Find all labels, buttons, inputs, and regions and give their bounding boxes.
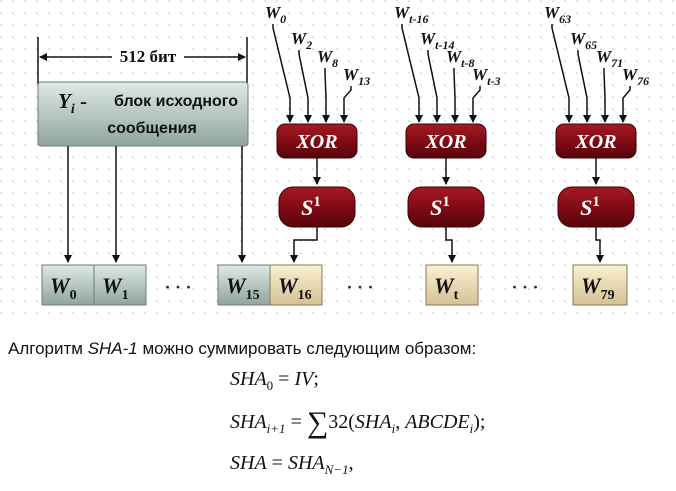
f1-eq: = <box>273 368 295 390</box>
chain-2-input-line <box>551 24 573 123</box>
shift-to-word-arrow <box>290 227 318 263</box>
rotate-label: S1 <box>430 194 450 220</box>
formula-result: SHA = SHAN−1, <box>230 452 354 478</box>
bits-label: 512 бит <box>120 47 177 66</box>
chain-0-input-line <box>272 24 294 123</box>
chain-2-input-label: W63 <box>544 3 571 26</box>
chain-1-input-label: Wt-3 <box>472 65 500 88</box>
word-box-2: W15 <box>217 264 271 306</box>
word-label: Wt <box>434 273 459 303</box>
f1-lhs-sub: 0 <box>266 378 274 393</box>
f1-end: ; <box>313 368 319 390</box>
f2-comma: , <box>395 411 406 433</box>
chain-2-input-line <box>601 68 609 123</box>
word-label: W16 <box>278 273 312 303</box>
f2-num: 32( <box>328 411 355 433</box>
ellipsis: · · · <box>511 277 538 297</box>
message-block: Yi - блок исходного сообщения <box>37 81 249 147</box>
chain-1-input-line <box>469 86 481 123</box>
word-box-4: Wt <box>425 264 479 306</box>
f2-lhs: SHA <box>230 411 267 433</box>
chain-2-input-line <box>619 86 631 123</box>
chain-1-input-line <box>401 24 423 123</box>
ellipsis: · · · <box>346 277 373 297</box>
word-label: W15 <box>226 273 260 303</box>
f2-b: ABCDE <box>405 411 470 433</box>
block-line1: блок исходного <box>114 93 238 110</box>
chain-1-input-label: Wt-16 <box>394 3 428 26</box>
caption-before: Алгоритм <box>8 339 88 358</box>
xor-label: XOR <box>424 131 466 153</box>
word-label: W1 <box>102 273 129 303</box>
formula-initial: SHA0 = IV; <box>230 368 319 394</box>
chain-0-input-label: W13 <box>343 65 370 88</box>
f3-rhs: SHA <box>287 452 325 474</box>
expansion-chains: W0W2W8W13XORS1Wt-16Wt-14Wt-8Wt-3XORS1W63… <box>265 3 649 263</box>
caption-algorithm-name: SHA-1 <box>87 339 138 358</box>
f2-b-sub: i <box>469 421 474 436</box>
rotate-label: S1 <box>301 194 321 220</box>
chain-0-input-line <box>298 50 312 123</box>
summary-caption: Алгоритм SHA-1 можно суммировать следующ… <box>8 339 476 359</box>
block-split-arrows <box>64 146 246 263</box>
chain-2-input-label: W65 <box>570 29 597 52</box>
chain-0-input-label: W8 <box>317 47 338 70</box>
chain-1-input-label: Wt-8 <box>446 47 474 70</box>
block-dash: - <box>75 89 87 113</box>
bits-dimension: 512 бит <box>37 37 248 84</box>
f2-eq: = <box>285 411 307 433</box>
chain-0-input-line <box>322 68 330 123</box>
f2-a: SHA <box>354 411 392 433</box>
f1-rhs: IV <box>294 368 314 390</box>
caption-after: можно суммировать следующим образом: <box>137 339 477 358</box>
f1-lhs: SHA <box>230 368 267 390</box>
svg-text:Yi -: Yi - <box>58 89 87 117</box>
chain-2-input-line <box>577 50 591 123</box>
chain-2-input-label: W71 <box>596 47 623 70</box>
word-label: W0 <box>50 273 77 303</box>
shift-to-word-arrow <box>595 227 604 263</box>
chain-1-input-line <box>427 50 441 123</box>
chain-0-input-label: W0 <box>265 3 286 26</box>
chain-1-input-label: Wt-14 <box>420 29 454 52</box>
block-line2: сообщения <box>107 120 197 137</box>
word-box-1: W1 <box>93 264 147 306</box>
f2-sum-sign: ∑ <box>306 406 329 439</box>
f2-a-sub: i <box>391 421 396 436</box>
chain-0-input-line <box>340 86 352 123</box>
word-row: W0 W1 W15 W16 Wt W79 · · · · · · · · · <box>41 264 628 306</box>
block-symbol-sub: i <box>71 102 75 117</box>
ellipsis: · · · <box>164 277 191 297</box>
word-box-3: W16 <box>269 264 323 306</box>
chain-1-input-line <box>451 68 459 123</box>
f2-end: ); <box>473 411 486 433</box>
f3-rhs-sub: N−1 <box>324 462 349 477</box>
xor-label: XOR <box>295 131 337 153</box>
f3-end: , <box>348 452 354 474</box>
chain-0-input-label: W2 <box>291 29 312 52</box>
formula-iteration: SHAi+1 = ∑32(SHAi, ABCDEi); <box>230 406 485 440</box>
shift-to-word-arrow <box>445 227 456 263</box>
word-expansion-diagram: 512 бит Yi - блок исходного сообщения W0… <box>0 0 676 320</box>
f2-lhs-sub: i+1 <box>266 421 286 436</box>
rotate-label: S1 <box>580 194 600 220</box>
f3-lhs: SHA <box>230 452 267 474</box>
f3-eq: = <box>266 452 288 474</box>
block-symbol: Y <box>58 89 73 113</box>
xor-label: XOR <box>574 131 616 153</box>
word-box-5: W79 <box>572 264 628 306</box>
word-label: W79 <box>581 273 615 303</box>
chain-2-input-label: W76 <box>622 65 649 88</box>
word-box-0: W0 <box>41 264 95 306</box>
